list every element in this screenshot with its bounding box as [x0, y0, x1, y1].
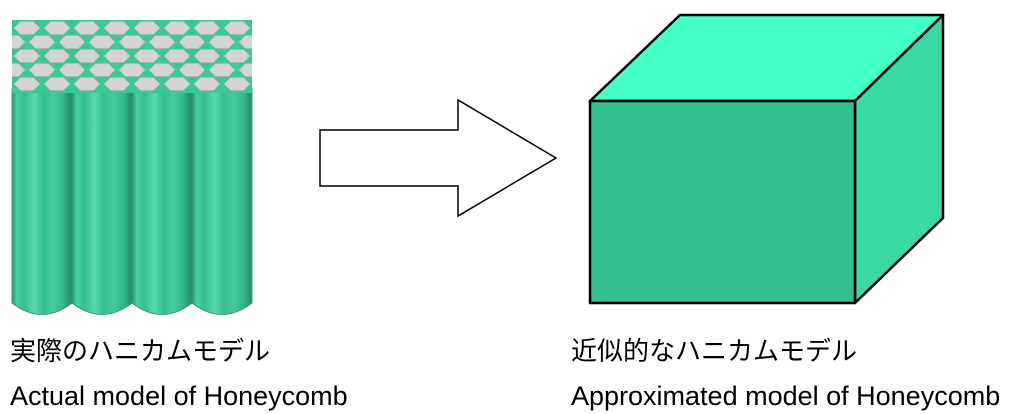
honeycomb-cell — [13, 49, 41, 63]
honeycomb-cell — [103, 77, 131, 91]
honeycomb-cell — [178, 35, 206, 49]
honeycomb-actual-model — [11, 20, 253, 315]
honeycomb-column — [131, 87, 193, 315]
honeycomb-cell — [73, 21, 101, 35]
honeycomb-cell — [208, 35, 236, 49]
honeycomb-cell — [133, 49, 161, 63]
honeycomb-cell — [208, 63, 236, 77]
honeycomb-cell — [28, 63, 56, 77]
honeycomb-cell — [73, 77, 101, 91]
honeycomb-cell — [43, 21, 71, 35]
honeycomb-cell — [133, 77, 161, 91]
honeycomb-cell — [193, 77, 221, 91]
honeycomb-cell — [28, 35, 56, 49]
caption-approximated-en: Approximated model of Honeycomb — [571, 381, 1001, 411]
honeycomb-cell — [193, 21, 221, 35]
honeycomb-cell — [223, 77, 251, 91]
honeycomb-cell — [13, 21, 41, 35]
honeycomb-cell — [178, 63, 206, 77]
honeycomb-cell — [133, 21, 161, 35]
arrow-shape — [319, 98, 558, 218]
honeycomb-cell — [163, 21, 191, 35]
cube-front-face — [588, 99, 857, 305]
honeycomb-cell — [88, 63, 116, 77]
honeycomb-column — [191, 87, 253, 315]
honeycomb-cell — [43, 49, 71, 63]
honeycomb-cell — [58, 63, 86, 77]
honeycomb-cells — [12, 21, 252, 91]
honeycomb-column — [71, 87, 133, 315]
honeycomb-cell — [238, 63, 252, 77]
cube-approximated-model — [588, 13, 945, 305]
honeycomb-cell — [118, 63, 146, 77]
honeycomb-cell — [118, 35, 146, 49]
honeycomb-cell — [238, 35, 252, 49]
honeycomb-cell — [88, 35, 116, 49]
honeycomb-cell — [148, 63, 176, 77]
honeycomb-cell — [73, 49, 101, 63]
honeycomb-front-face — [11, 87, 253, 315]
honeycomb-cell — [193, 49, 221, 63]
transform-arrow — [319, 98, 558, 218]
honeycomb-top-face — [12, 20, 252, 93]
caption-actual-ja: 実際のハニカムモデル — [10, 337, 271, 367]
honeycomb-cell — [58, 35, 86, 49]
honeycomb-cell — [12, 63, 26, 77]
honeycomb-cell — [103, 21, 131, 35]
honeycomb-cell — [43, 77, 71, 91]
caption-actual-en: Actual model of Honeycomb — [10, 381, 348, 411]
honeycomb-cell — [163, 49, 191, 63]
honeycomb-cell — [148, 35, 176, 49]
honeycomb-cell — [223, 21, 251, 35]
caption-approximated-ja: 近似的なハニカムモデル — [571, 337, 858, 367]
honeycomb-cell — [223, 49, 251, 63]
honeycomb-column — [11, 87, 73, 315]
honeycomb-cell — [103, 49, 131, 63]
honeycomb-cell — [163, 77, 191, 91]
honeycomb-cell — [13, 77, 41, 91]
honeycomb-cell — [12, 35, 26, 49]
